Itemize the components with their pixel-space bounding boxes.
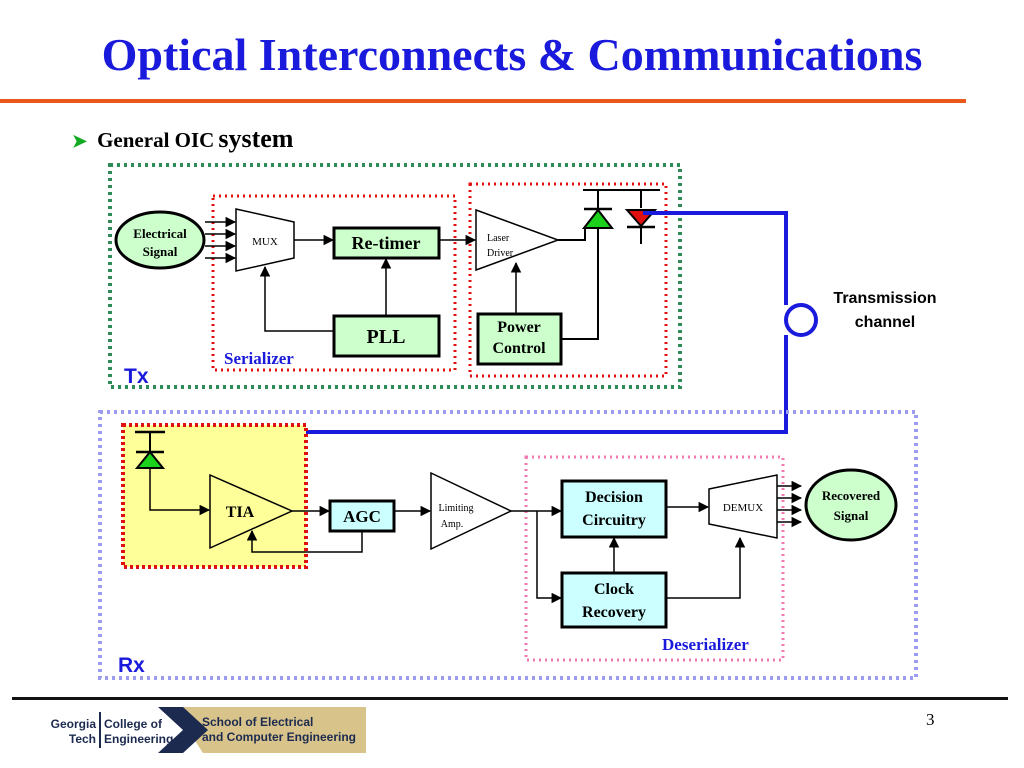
monitor-photodiode-icon xyxy=(581,207,615,229)
laser-driver-to-diodes-wire xyxy=(558,227,598,241)
demux-label: DEMUX xyxy=(723,502,763,514)
tx-boundary xyxy=(108,163,682,389)
electrical-signal-label-2: Signal xyxy=(143,244,178,259)
deserializer-boundary xyxy=(524,455,785,662)
serializer-label: Serializer xyxy=(224,349,294,368)
logo-school-line2: and Computer Engineering xyxy=(202,730,356,744)
bullet-text-part1: General OIC xyxy=(97,128,215,152)
decision-circuitry-block xyxy=(560,479,668,539)
slide-title: Optical Interconnects & Communications xyxy=(101,29,923,80)
retimer-block xyxy=(332,226,441,260)
receiver-photodiode-icon xyxy=(134,430,166,469)
recovered-signal-label-2: Signal xyxy=(834,508,869,523)
bullet-text-part2: system xyxy=(218,124,294,153)
logo-school-line1: School of Electrical xyxy=(202,715,313,729)
laser-driver-group-boundary xyxy=(468,182,668,378)
limiting-amp-block xyxy=(430,471,513,551)
clock-recovery-label-2: Recovery xyxy=(582,604,646,621)
demux-block xyxy=(708,474,778,539)
tia-block xyxy=(209,473,294,550)
limiting-amp-to-clock-recovery-arrow xyxy=(536,511,563,604)
electrical-signal-node xyxy=(114,210,206,270)
demux-to-recovered-arrows xyxy=(777,480,803,528)
power-control-block xyxy=(476,312,563,366)
decision-circuitry-label-2: Circuitry xyxy=(582,512,646,529)
rx-boundary xyxy=(98,410,918,680)
logo-georgia: Georgia xyxy=(51,717,97,731)
clock-recovery-to-demux-arrow xyxy=(666,536,746,599)
mux-block xyxy=(235,208,295,272)
transmission-channel-label-2: channel xyxy=(855,314,915,331)
logo-engineering: Engineering xyxy=(104,732,173,746)
georgia-tech-ece-logo: Georgia College of Tech Engineering Scho… xyxy=(18,707,366,753)
clock-recovery-block xyxy=(560,571,668,629)
tx-label: Tx xyxy=(124,365,149,388)
pll-block xyxy=(332,314,441,358)
title-rule xyxy=(0,99,966,103)
page-number: 3 xyxy=(926,710,935,729)
laser-driver-block xyxy=(475,208,561,272)
decision-circuitry-label-1: Decision xyxy=(585,489,643,506)
laser-driver-label-1: Laser xyxy=(487,233,510,244)
rx-label: Rx xyxy=(118,654,145,677)
logo-tech: Tech xyxy=(69,732,96,746)
limiting-amp-label-1: Limiting xyxy=(439,503,474,514)
agc-to-tia-feedback-arrow xyxy=(246,529,363,553)
logo-college-of: College of xyxy=(104,717,163,731)
mux-label: MUX xyxy=(252,236,278,248)
pll-to-mux-arrow xyxy=(259,265,334,332)
bullet-arrow-icon: ➤ xyxy=(72,131,88,151)
electrical-to-mux-arrows xyxy=(205,216,237,264)
clock-recovery-label-1: Clock xyxy=(594,581,634,598)
electrical-signal-label-1: Electrical xyxy=(133,226,187,241)
fiber-loop-icon xyxy=(784,303,818,337)
transmission-channel-label-1: Transmission xyxy=(833,290,936,307)
photodiode-to-tia-arrow xyxy=(149,468,211,516)
bullet-general-oic-system: ➤ General OIC system xyxy=(72,124,293,154)
serializer-boundary xyxy=(211,194,457,372)
pll-label: PLL xyxy=(367,326,406,348)
recovered-signal-node xyxy=(804,468,898,542)
tia-label: TIA xyxy=(226,504,255,521)
limiting-amp-label-2: Amp. xyxy=(441,519,464,530)
deserializer-label: Deserializer xyxy=(662,635,749,654)
power-control-feedback-wire xyxy=(561,228,599,340)
recovered-signal-label-1: Recovered xyxy=(822,488,881,503)
footer-rule xyxy=(12,697,1008,700)
laser-driver-label-2: Driver xyxy=(487,248,514,259)
power-control-label-1: Power xyxy=(497,319,541,336)
power-control-label-2: Control xyxy=(492,340,546,357)
fiber-channel-line xyxy=(643,211,788,305)
agc-label: AGC xyxy=(343,507,381,526)
retimer-label: Re-timer xyxy=(352,233,421,253)
